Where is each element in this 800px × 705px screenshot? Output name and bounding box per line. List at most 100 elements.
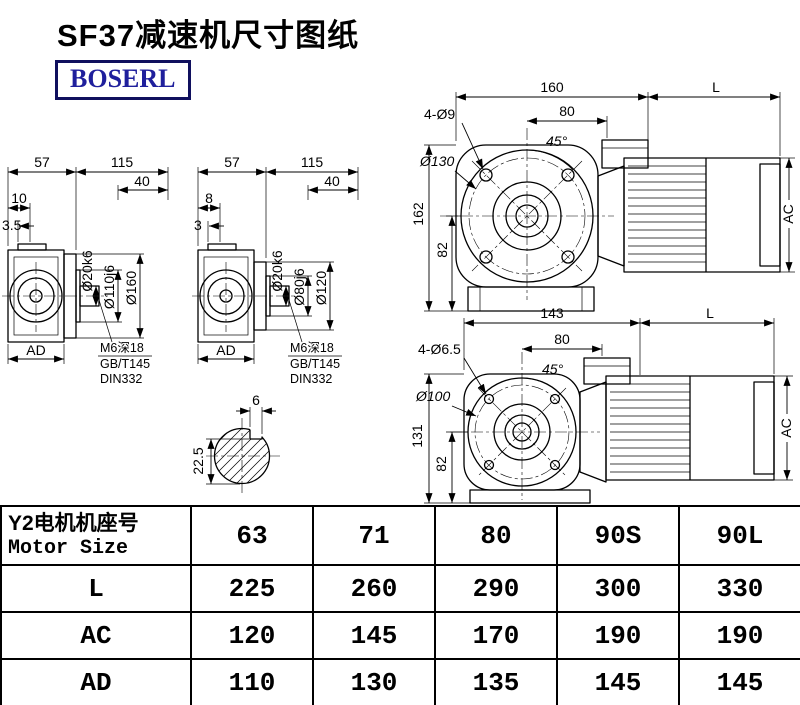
gear-housing	[467, 286, 595, 312]
keyway	[249, 429, 263, 440]
table-header-en: Motor Size	[8, 536, 129, 560]
dim-162: 162	[410, 202, 426, 226]
dim-value: 130	[312, 658, 436, 705]
angle-label: 45°	[542, 361, 564, 377]
dim-ad: AD	[26, 342, 45, 358]
bolt-hole	[483, 459, 495, 471]
dim-3: 3	[194, 217, 202, 233]
bolt-hole	[561, 168, 575, 182]
table-header-row: Y2电机机座号 Motor Size 63 71 80 90S 90L	[0, 505, 800, 566]
dim-value: 290	[434, 564, 558, 613]
dim-value: 145	[678, 658, 800, 705]
bolt-hole	[549, 393, 561, 405]
dim-value: 190	[678, 611, 800, 660]
keyway-cutout	[250, 424, 262, 439]
dim-value: 260	[312, 564, 436, 613]
dim-ad: AD	[216, 342, 235, 358]
motor-size-col-header: 90L	[678, 505, 800, 566]
dim-key-height: 22.5	[190, 447, 206, 474]
dim-40: 40	[134, 173, 150, 189]
bolt-hole	[479, 168, 493, 182]
row-label: AC	[0, 611, 192, 660]
table-row: AD 110 130 135 145 145	[0, 658, 800, 705]
dim-value: 300	[556, 564, 680, 613]
table-header-cn: Y2电机机座号	[8, 511, 139, 535]
row-label: L	[0, 564, 192, 613]
note-standard-gb: GB/T145	[100, 357, 150, 371]
dim-value: 110	[190, 658, 314, 705]
note-standard-din: DIN332	[290, 372, 332, 386]
motor-size-col-header: 63	[190, 505, 314, 566]
bolt-hole	[479, 250, 493, 264]
dim-key-width: 6	[252, 392, 260, 408]
side-view-large: 57 115 40 10 3.5 Ø20k6 Ø110j6 Ø160	[2, 154, 169, 386]
bolt-holes-label: 4-Ø9	[424, 106, 455, 122]
note-thread: M6深18	[290, 341, 334, 355]
dim-value: 145	[556, 658, 680, 705]
bolt-circle-label: Ø130	[419, 153, 454, 169]
motor-size-col-header: 80	[434, 505, 558, 566]
page-title: SF37减速机尺寸图纸	[57, 18, 360, 53]
technical-drawings: 57 115 40 10 3.5 Ø20k6 Ø110j6 Ø160	[2, 79, 796, 504]
dim-82: 82	[434, 242, 450, 258]
dim-131: 131	[409, 424, 425, 448]
note-standard-din: DIN332	[100, 372, 142, 386]
dim-value: 190	[556, 611, 680, 660]
row-label: AD	[0, 658, 192, 705]
motor-adapter	[579, 381, 607, 483]
dim-8: 8	[205, 190, 213, 206]
dim-40: 40	[324, 173, 340, 189]
dim-ac: AC	[780, 204, 796, 223]
front-view-small: 143 L 80 4-Ø6.5 45° Ø100 131 82 AC	[409, 305, 794, 504]
dim-80: 80	[559, 103, 575, 119]
dim-value: 170	[434, 611, 558, 660]
dim-value: 330	[678, 564, 800, 613]
bolt-hole	[483, 393, 495, 405]
table-row: AC 120 145 170 190 190	[0, 611, 800, 660]
note-standard-gb: GB/T145	[290, 357, 340, 371]
dim-143: 143	[540, 305, 564, 321]
dim-82: 82	[433, 456, 449, 472]
dim-3-5: 3.5	[2, 217, 22, 233]
bolt-hole	[561, 250, 575, 264]
dim-value: 145	[312, 611, 436, 660]
bolt-circle	[468, 157, 586, 275]
flange-dia-label: Ø120	[313, 271, 329, 305]
flange-dia-label: Ø160	[123, 271, 139, 305]
dim-115: 115	[111, 154, 134, 170]
dim-57: 57	[34, 154, 50, 170]
spigot-dia-label: Ø110j6	[101, 265, 117, 309]
angle-label: 45°	[546, 133, 568, 149]
dim-ac: AC	[778, 418, 794, 437]
gear-housing	[469, 489, 591, 504]
dim-l: L	[712, 79, 720, 95]
motor-size-table: Y2电机机座号 Motor Size 63 71 80 90S 90L L 22…	[0, 505, 800, 705]
side-view-small: 57 115 40 8 3 Ø20k6 Ø80j6 Ø120 AD	[192, 154, 359, 386]
dim-l: L	[706, 305, 714, 321]
dim-value: 225	[190, 564, 314, 613]
motor-body	[605, 375, 775, 481]
motor-body	[623, 157, 781, 273]
terminal-box	[601, 139, 649, 169]
bolt-holes-label: 4-Ø6.5	[418, 341, 461, 357]
table-header-motor-size: Y2电机机座号 Motor Size	[0, 505, 192, 566]
dim-value: 135	[434, 658, 558, 705]
spigot-dia-label: Ø80j6	[291, 268, 307, 306]
shaft-section-view: 6 22.5	[190, 392, 280, 494]
dim-10: 10	[11, 190, 27, 206]
dim-value: 120	[190, 611, 314, 660]
dim-115: 115	[301, 154, 324, 170]
table-row: L 225 260 290 300 330	[0, 564, 800, 613]
dim-80: 80	[554, 331, 570, 347]
shaft-dia-label: Ø20k6	[269, 250, 285, 291]
note-thread: M6深18	[100, 341, 144, 355]
terminal-box	[583, 357, 631, 385]
bolt-circle-label: Ø100	[415, 388, 450, 404]
motor-size-col-header: 90S	[556, 505, 680, 566]
motor-size-col-header: 71	[312, 505, 436, 566]
shaft-dia-label: Ø20k6	[79, 250, 95, 291]
dim-57: 57	[224, 154, 240, 170]
front-view-large: 160 L 80 4-Ø9 45° Ø130 162 82 AC	[410, 79, 796, 312]
dim-160: 160	[540, 79, 564, 95]
bolt-hole	[549, 459, 561, 471]
